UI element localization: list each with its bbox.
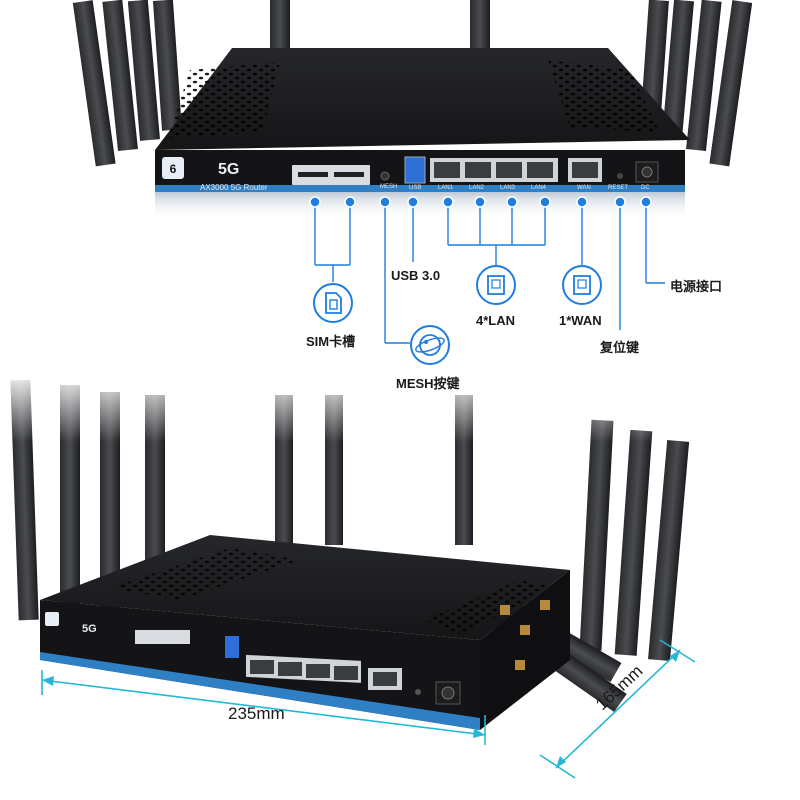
reset-hole — [617, 173, 623, 179]
callout-reset: 复位键 — [600, 340, 640, 355]
svg-text:6: 6 — [170, 162, 177, 176]
callout-power: 电源接口 — [670, 279, 723, 294]
callout-dots — [309, 196, 652, 208]
dimension-width-line — [41, 670, 486, 745]
globe-icon — [410, 325, 450, 365]
sim-card-icon — [313, 283, 353, 323]
svg-text:WAN: WAN — [577, 185, 591, 191]
bottom-router-lid — [40, 535, 570, 640]
usb-port — [404, 156, 426, 184]
svg-text:RESET: RESET — [608, 185, 628, 191]
dimension-depth-line — [539, 639, 696, 779]
lan-ethernet-port-icon — [476, 265, 516, 305]
svg-text:LAN1: LAN1 — [438, 185, 454, 191]
svg-text:LAN2: LAN2 — [469, 185, 485, 191]
wan-ethernet-port-icon — [562, 265, 602, 305]
callout-usb: USB 3.0 — [391, 268, 441, 283]
mesh-button — [380, 171, 390, 181]
brand-5g: 5G — [218, 161, 239, 178]
dimension-width-label: 235mm — [228, 704, 285, 723]
callout-mesh: MESH按键 — [396, 376, 460, 391]
callout-lines — [314, 202, 665, 344]
svg-text:LAN4: LAN4 — [531, 185, 547, 191]
side-antenna-connectors — [500, 600, 550, 670]
callout-sim: SIM卡槽 — [306, 334, 356, 349]
callout-lan: 4*LAN — [476, 313, 516, 328]
sim-slot-panel — [292, 165, 370, 185]
wifi6-logo: 6 — [162, 157, 184, 179]
model-label: AX3000 5G Router — [200, 183, 268, 192]
svg-text:LAN3: LAN3 — [500, 185, 516, 191]
top-antennas — [72, 0, 753, 167]
callout-wan: 1*WAN — [559, 313, 602, 328]
svg-text:MESH: MESH — [380, 184, 397, 190]
svg-text:USB: USB — [409, 185, 421, 191]
svg-text:5G: 5G — [82, 623, 97, 635]
svg-text:DC: DC — [641, 185, 650, 191]
